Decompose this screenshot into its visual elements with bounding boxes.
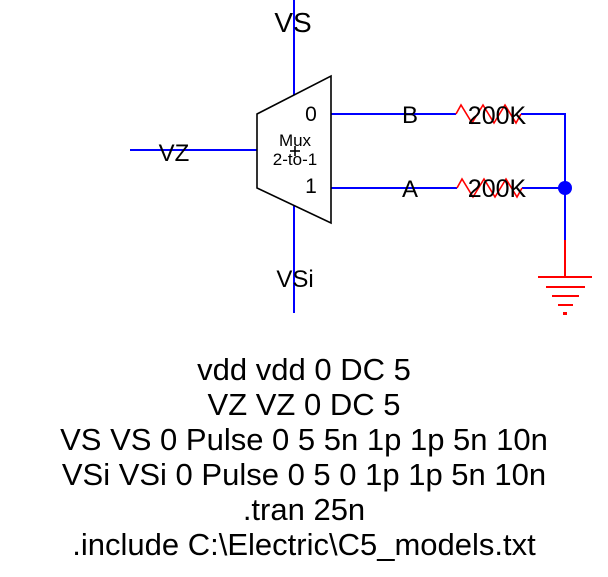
net-label-a: A: [402, 176, 418, 203]
resistor-b-zigzag[interactable]: [455, 103, 522, 125]
net-label-vsi: VSi: [276, 266, 313, 293]
spice-line-vdd: vdd vdd 0 DC 5: [197, 352, 411, 387]
resistor-b[interactable]: 200K: [455, 102, 527, 130]
spice-line-include: .include C:\Electric\C5_models.txt: [72, 527, 536, 562]
ground-bar-5: [563, 312, 567, 315]
mux-input0-label: 0: [305, 103, 317, 126]
mux-type-label: 2-to-1: [273, 150, 317, 169]
spice-line-vsi: VSi VSi 0 Pulse 0 5 0 1p 1p 5n 10n: [61, 457, 547, 492]
net-label-vz: VZ: [159, 140, 190, 167]
spice-line-vz: VZ VZ 0 DC 5: [207, 387, 401, 422]
resistor-b-value: 200K: [468, 102, 527, 130]
resistor-a[interactable]: 200K: [456, 175, 527, 203]
spice-line-vs: VS VS 0 Pulse 0 5 5n 1p 1p 5n 10n: [60, 422, 548, 457]
resistor-a-zigzag[interactable]: [456, 177, 523, 199]
net-label-b: B: [402, 102, 418, 129]
junction-dot[interactable]: [558, 181, 572, 195]
mux-input1-label: 1: [305, 175, 317, 198]
mux-name-label: Mux: [279, 131, 312, 150]
mux-body-shape[interactable]: [256, 74, 332, 225]
spice-line-tran: .tran 25n: [242, 492, 366, 527]
resistor-a-value: 200K: [468, 175, 527, 203]
schematic-drawing: 0 1 Mux 2-to-1 200K 200K VS VZ VSi B: [130, 0, 592, 315]
spice-deck-text: vdd vdd 0 DC 5 VZ VZ 0 DC 5 VS VS 0 Puls…: [0, 352, 608, 562]
net-label-vs: VS: [274, 7, 311, 38]
ground-symbol[interactable]: [538, 240, 592, 315]
mux-symbol[interactable]: 0 1 Mux 2-to-1: [256, 74, 332, 225]
